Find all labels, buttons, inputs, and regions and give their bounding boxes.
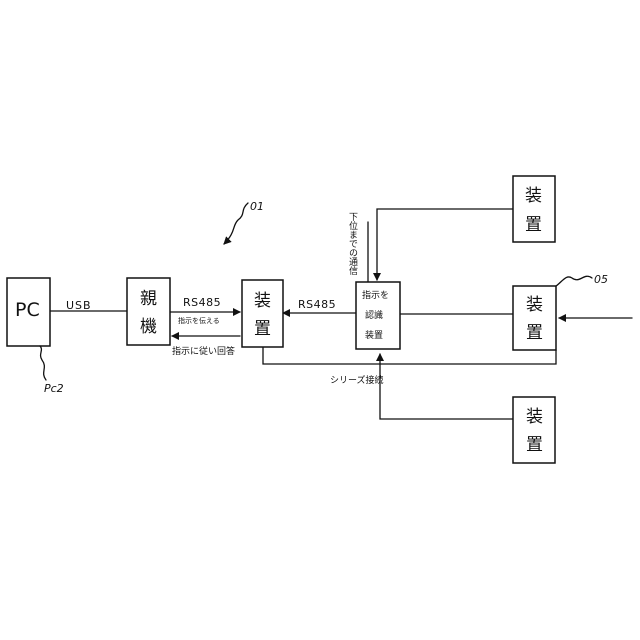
device-bot-char-1: 装 [526,407,543,427]
ref-01-label: 01 [250,200,264,213]
series-line [263,347,556,364]
response-note: 指示に従い回答 [172,345,235,357]
recognizer-line-2: 認識 [365,309,383,321]
device-mid-char-2: 置 [526,323,543,343]
pc-ref-leader [40,346,46,380]
device-top-char-1: 装 [525,186,542,206]
pc-ref-label: Pc2 [44,382,64,395]
master-char-2: 機 [140,317,157,337]
command-note: 指示を伝える [178,316,220,325]
device-main-char-2: 置 [254,319,271,339]
recognizer-line-3: 装置 [365,329,383,341]
device-bot-char-2: 置 [526,435,543,455]
device-mid-char-1: 装 [526,295,543,315]
rs485-left-label: RS485 [183,296,221,309]
ref-01-leader [224,203,248,244]
series-note: シリーズ接続 [330,374,384,386]
usb-label: USB [66,299,92,312]
rs485-right-label: RS485 [298,298,336,311]
device-main-char-1: 装 [254,291,271,311]
ref-05-label: 05 [594,273,608,286]
master-char-1: 親 [140,289,157,309]
device-top-char-2: 置 [525,215,542,235]
top-device-line [377,209,513,280]
recognizer-line-1: 指示を [362,289,389,301]
lower-note: 下位までの通信 [347,212,358,276]
ref-05-leader [556,276,592,286]
pc-label: PC [15,299,40,321]
